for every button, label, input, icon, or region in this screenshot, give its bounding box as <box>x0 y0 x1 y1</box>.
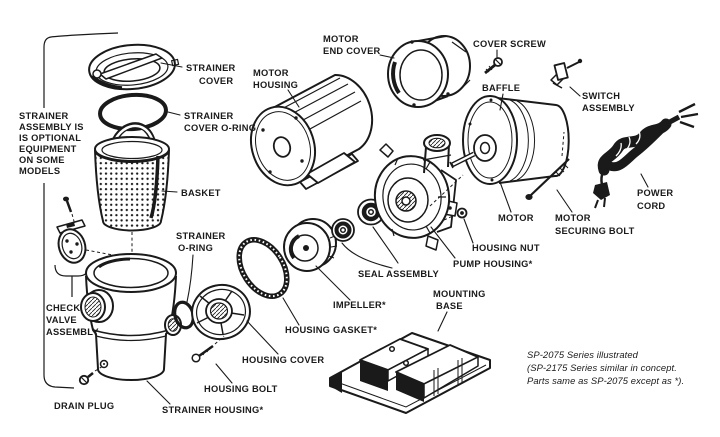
housing-bolt-label: HOUSING BOLT <box>204 384 278 394</box>
optional-note: STRAINER ASSEMBLY IS IS OPTIONAL EQUIPME… <box>19 111 84 176</box>
pump-housing-label: PUMP HOUSING* <box>453 259 533 269</box>
svg-text:ASSEMBLY: ASSEMBLY <box>46 327 99 337</box>
check-valve-label: CHECK <box>46 303 80 313</box>
series-footnote-line2: (SP-2175 Series similar in concept. <box>527 362 677 373</box>
leader-housing-bolt <box>215 363 233 384</box>
motor-housing-label: MOTOR <box>253 68 289 78</box>
impeller-label: IMPELLER* <box>333 300 386 310</box>
drain-plug-icon <box>78 365 104 386</box>
mounting-base-drawing <box>329 332 491 414</box>
motor-housing-drawing <box>250 73 374 190</box>
optional-note-line3: IS OPTIONAL <box>19 133 81 143</box>
svg-text:COVER O-RING: COVER O-RING <box>184 123 256 133</box>
strainer-cover-oring-drawing <box>98 92 168 132</box>
cover-screw-label: COVER SCREW <box>473 39 546 49</box>
optional-note-line4: EQUIPMENT <box>19 144 77 154</box>
motor-end-cover-drawing <box>387 35 471 108</box>
impeller-drawing <box>283 218 338 272</box>
svg-text:CORD: CORD <box>637 201 665 211</box>
check-valve-assembly-drawing <box>54 219 114 297</box>
cover-screw-icon <box>484 57 503 75</box>
motor-securing-bolt-icon <box>525 131 570 200</box>
leader-housing-gasket <box>282 297 300 326</box>
leader-strainer-cover <box>160 62 183 68</box>
leader-motor-housing <box>287 89 300 108</box>
motor-end-cover-label: MOTOR <box>323 34 359 44</box>
housing-cover-drawing <box>191 283 251 341</box>
leader-lines <box>146 49 649 405</box>
svg-text:HOUSING: HOUSING <box>253 80 298 90</box>
housing-gasket-drawing <box>236 237 290 299</box>
svg-text:O-RING: O-RING <box>178 243 213 253</box>
leader-switch-assembly <box>569 86 581 97</box>
svg-text:VALVE: VALVE <box>46 315 77 325</box>
motor-drawing <box>449 95 570 185</box>
strainer-cover-oring-label: STRAINER <box>184 111 234 121</box>
strainer-housing-label: STRAINER HOUSING* <box>162 405 263 415</box>
basket-drawing <box>94 122 170 232</box>
svg-text:SECURING BOLT: SECURING BOLT <box>555 226 635 236</box>
leader-strainer-cover-oring <box>167 111 181 116</box>
leader-housing-cover <box>246 320 279 355</box>
seal-assembly-label: SEAL ASSEMBLY <box>358 269 439 279</box>
basket-label: BASKET <box>181 188 221 198</box>
mounting-base-label: MOUNTING <box>433 289 486 299</box>
motor-label: MOTOR <box>498 213 534 223</box>
motor-securing-bolt-label: MOTOR <box>555 213 591 223</box>
switch-assembly-label: SWITCH <box>582 91 620 101</box>
leader-housing-nut <box>463 218 474 244</box>
series-footnote: SP-2075 Series illustrated (SP-2175 Seri… <box>527 349 684 386</box>
series-footnote-line1: SP-2075 Series illustrated <box>527 349 639 360</box>
optional-bracket-line <box>43 32 119 389</box>
leader-baffle <box>499 93 504 111</box>
svg-text:BASE: BASE <box>436 301 463 311</box>
optional-note-line2: ASSEMBLY IS <box>19 122 84 132</box>
power-cord-label: POWER <box>637 188 673 198</box>
strainer-cover-drawing <box>88 43 180 91</box>
housing-nut-label: HOUSING NUT <box>472 243 540 253</box>
svg-text:COVER: COVER <box>199 76 233 86</box>
check-valve-screw-icon <box>63 196 76 226</box>
housing-nut-icon <box>456 207 468 219</box>
housing-cover-label: HOUSING COVER <box>242 355 324 365</box>
pump-housing-drawing <box>373 134 464 251</box>
strainer-housing-drawing <box>80 232 182 381</box>
svg-text:END COVER: END COVER <box>323 46 381 56</box>
optional-note-line1: STRAINER <box>19 111 69 121</box>
svg-text:ASSEMBLY: ASSEMBLY <box>582 103 635 113</box>
optional-note-line6: MODELS <box>19 166 60 176</box>
housing-gasket-label: HOUSING GASKET* <box>285 325 377 335</box>
leader-mounting-base <box>437 311 448 332</box>
strainer-oring-label: STRAINER <box>176 231 226 241</box>
leader-pump-housing <box>430 226 456 259</box>
housing-bolt-icon <box>191 335 225 363</box>
part-labels: STRAINER COVER STRAINER COVER O-RING BAS… <box>46 34 673 415</box>
drain-plug-label: DRAIN PLUG <box>54 401 114 411</box>
leader-power-cord <box>640 173 649 188</box>
optional-note-line5: ON SOME <box>19 155 65 165</box>
power-cord-drawing <box>593 102 699 209</box>
strainer-cover-label: STRAINER <box>186 63 236 73</box>
baffle-label: BAFFLE <box>482 83 520 93</box>
leader-seal-assembly <box>341 226 399 269</box>
switch-assembly-drawing <box>550 58 583 89</box>
leader-strainer-oring <box>186 254 194 303</box>
leader-basket <box>161 190 178 193</box>
leader-motor-end-cover <box>379 54 395 59</box>
leader-strainer-housing <box>146 380 171 405</box>
leader-motor-securing-bolt <box>556 189 573 213</box>
leader-impeller <box>315 265 351 301</box>
series-footnote-line3: Parts same as SP-2075 except as *). <box>527 375 684 386</box>
leader-motor <box>499 181 512 213</box>
